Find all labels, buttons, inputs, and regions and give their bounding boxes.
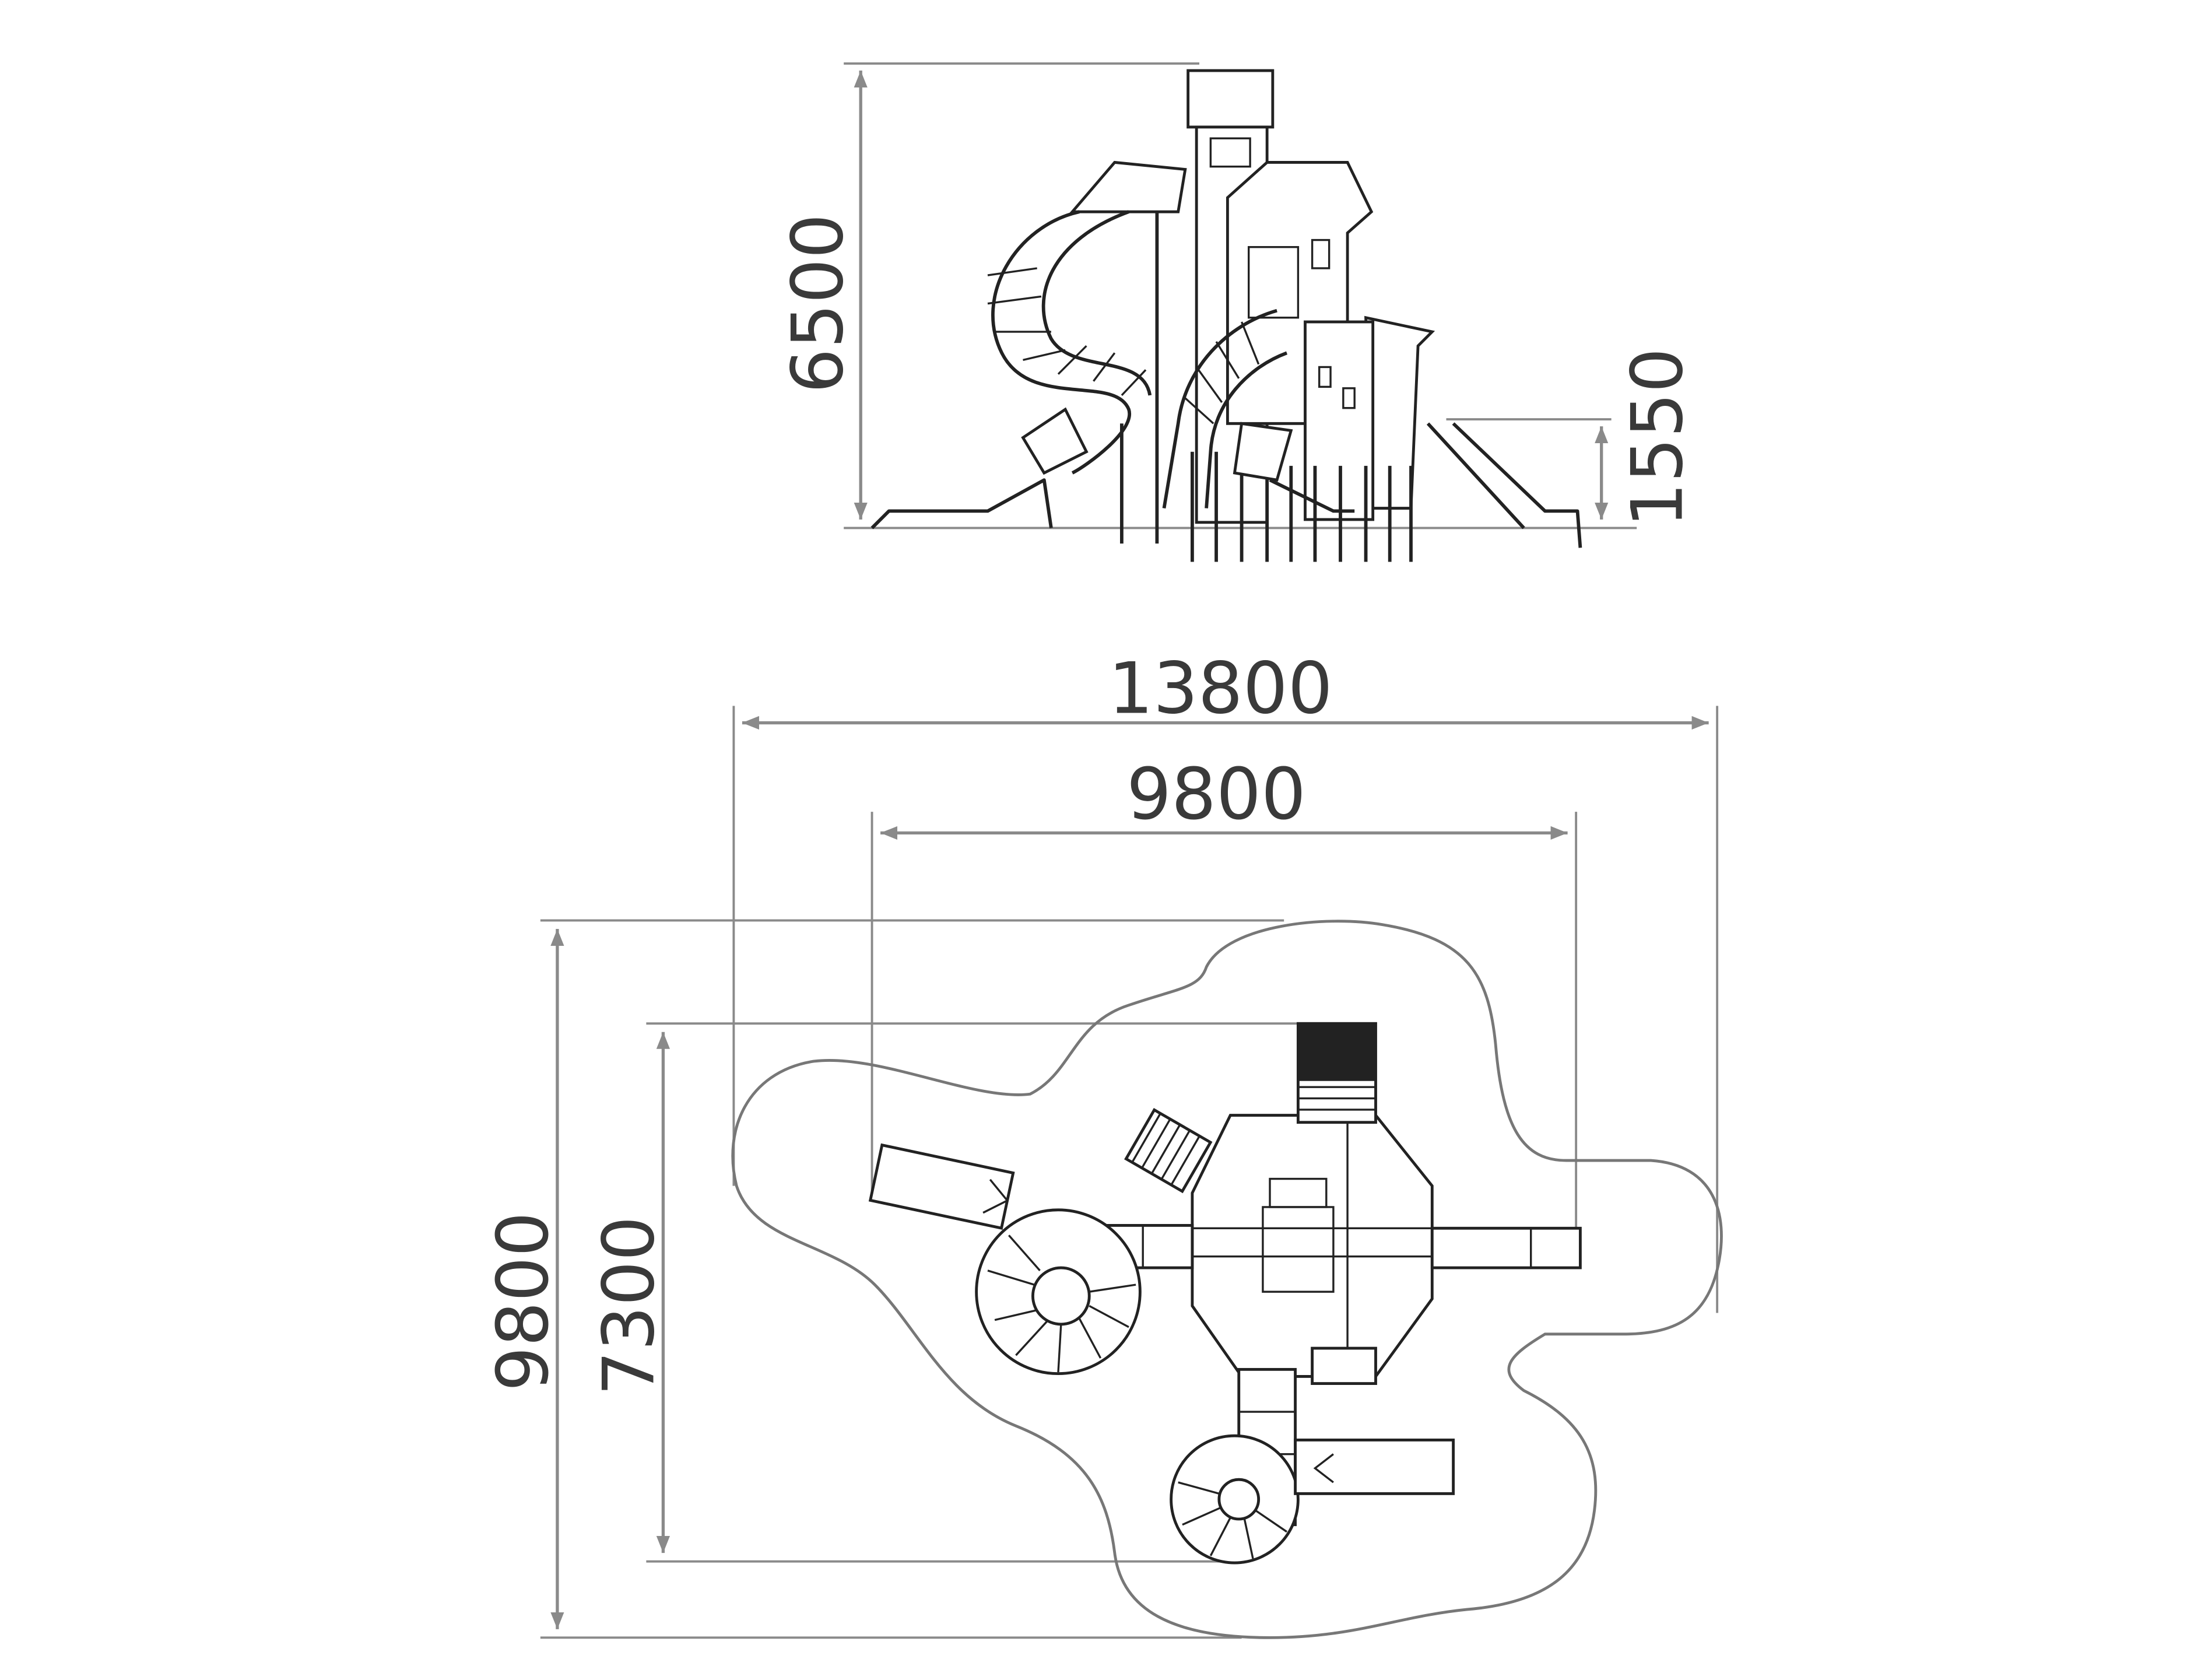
elevation-view: 6500 1550 [777, 62, 1699, 562]
height-dimension-label: 6500 [777, 213, 859, 393]
overall-depth-dimension-label: 9800 [482, 1212, 564, 1391]
equipment-depth-dimension-label: 7300 [588, 1216, 670, 1395]
safety-zone-outline [731, 920, 1723, 1639]
playground-elevation-drawing [870, 69, 1582, 562]
playground-plan-drawing [868, 1022, 1582, 1565]
overall-width-dimension-label: 13800 [1108, 648, 1333, 730]
platform-height-dimension-label: 1550 [1617, 348, 1699, 527]
plan-view: 13800 9800 9800 7300 [482, 648, 1723, 1639]
equipment-width-dimension-label: 9800 [1126, 753, 1306, 836]
